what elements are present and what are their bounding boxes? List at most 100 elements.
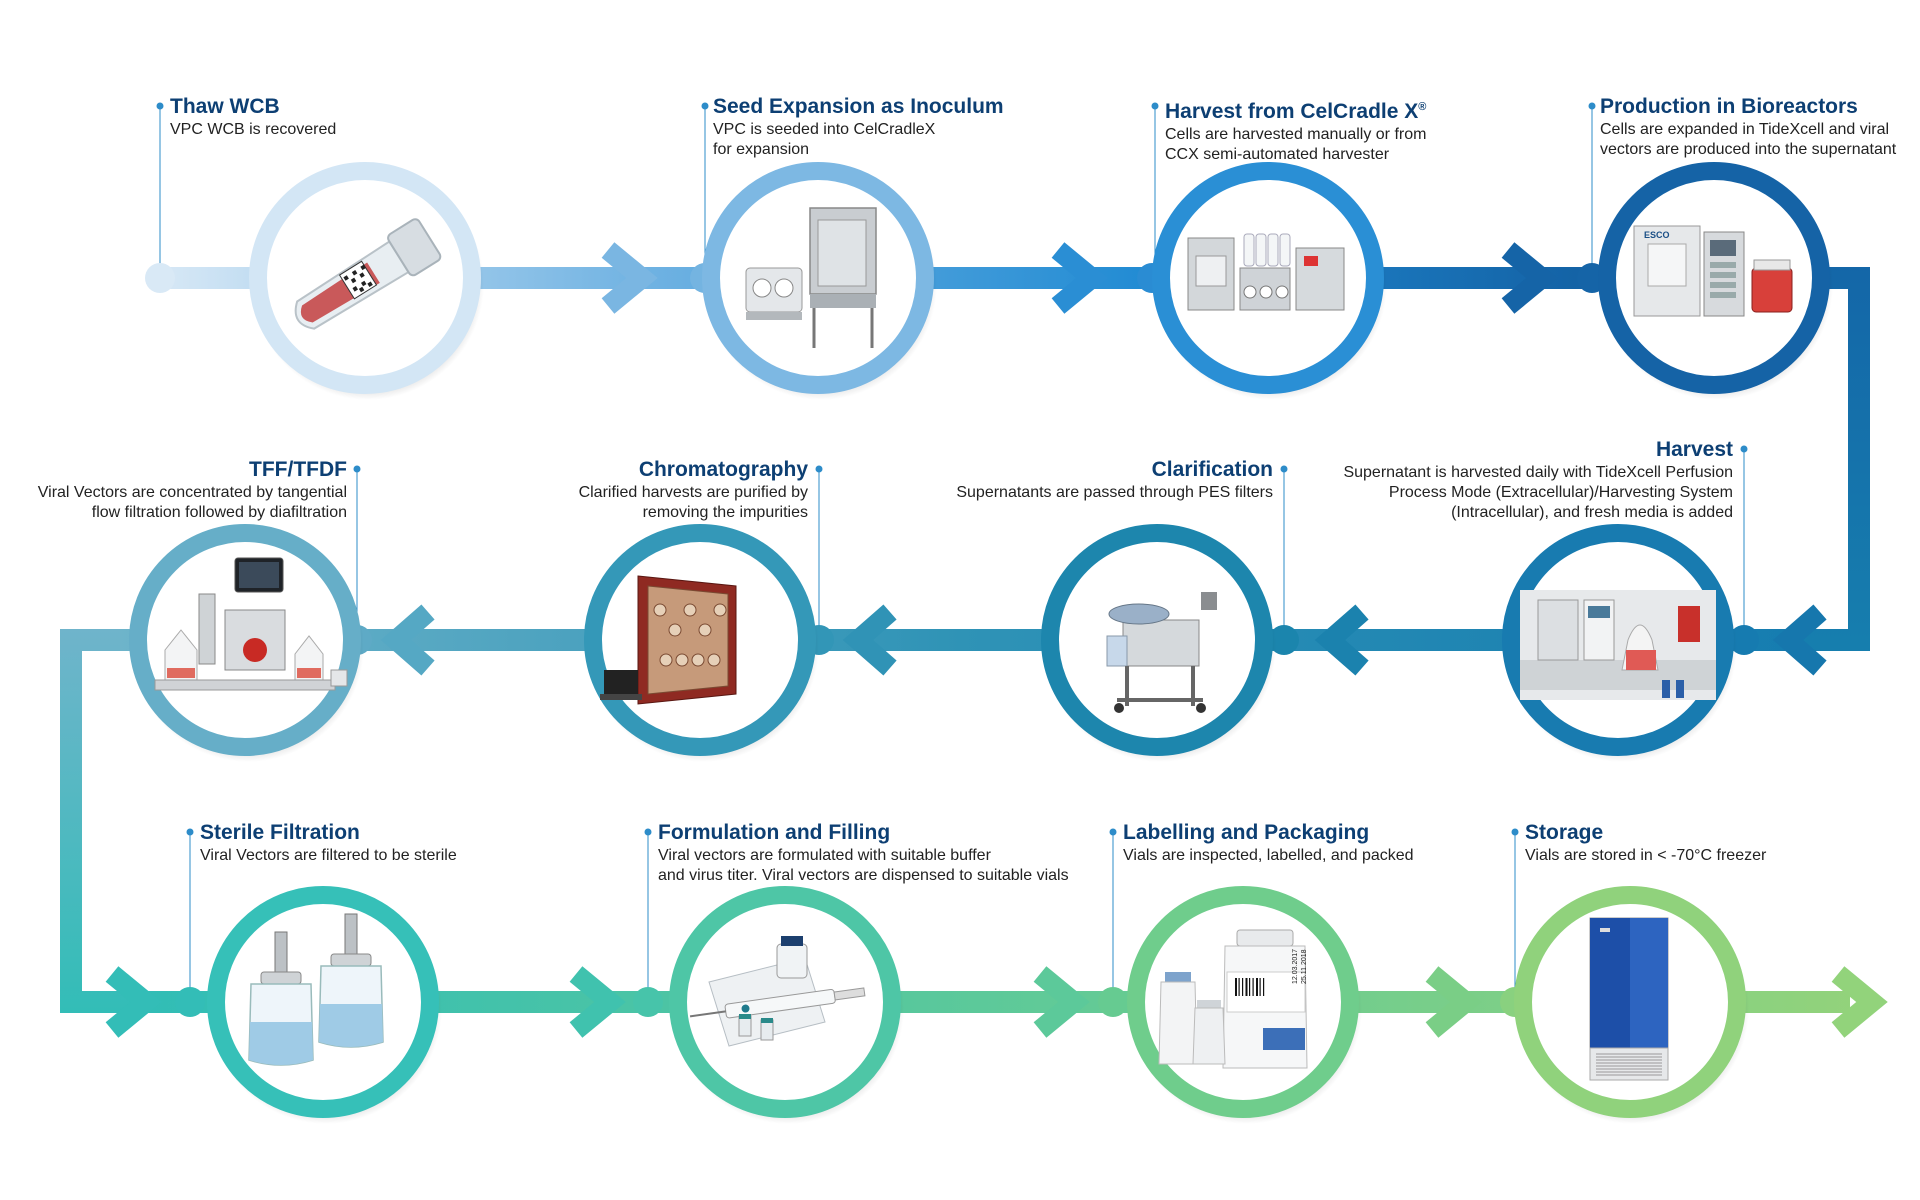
flow-line-left-connector [60, 629, 140, 1013]
step-title-text: Labelling and Packaging [1123, 821, 1370, 844]
callout-dot-seed-expansion [701, 102, 709, 110]
callout-dot-harvest [1740, 445, 1748, 453]
step-description: Vials are inspected, labelled, and packe… [1123, 846, 1683, 866]
step-title-text: Production in Bioreactors [1600, 95, 1858, 118]
arrow-right-1 [601, 242, 658, 314]
flow-line-row-2 [100, 629, 1800, 651]
step-description: Viral vectors are formulated with suitab… [658, 846, 1218, 886]
syringe-vials-icon [689, 936, 866, 1047]
step-description-line: removing the impurities [642, 504, 808, 521]
flow-node-thaw-wcb [145, 263, 175, 293]
step-description-line: Process Mode (Extracellular)/Harvesting … [1388, 484, 1733, 501]
step-title: Clarification [713, 457, 1273, 483]
step-title: Chromatography [248, 457, 808, 483]
step-title: Sterile Filtration [200, 820, 760, 846]
step-title-text: Chromatography [638, 458, 808, 481]
step-disc-harvest-celcradle [1152, 162, 1387, 400]
flow-node-labelling-packaging [1098, 987, 1128, 1017]
step-disc-seed-expansion [702, 162, 937, 400]
arrow-right-4 [569, 966, 626, 1038]
step-title-text: Storage [1525, 821, 1604, 844]
step-disc-formulation-filling [669, 886, 904, 1124]
callout-dot-formulation-filling [644, 828, 652, 836]
flow-node-sterile-filtration [175, 987, 205, 1017]
step-description-line: for expansion [713, 141, 810, 158]
callout-dot-sterile-filtration [186, 828, 194, 836]
step-disc-clarification [1041, 524, 1276, 762]
callout-dot-tff-tfdf [353, 465, 361, 473]
step-title: Seed Expansion as Inoculum [713, 94, 1273, 120]
step-title-text: Harvest from CelCradle X [1165, 100, 1419, 123]
step-description: Cells are expanded in TideXcell and vira… [1600, 120, 1920, 160]
step-title: TFF/TFDF [0, 457, 347, 483]
step-title-text: Clarification [1151, 458, 1273, 481]
step-description: VPC WCB is recovered [170, 120, 730, 140]
filter-cart-icon [1106, 592, 1217, 713]
step-title-text: TFF/TFDF [249, 458, 347, 481]
step-description-line: Vials are inspected, labelled, and packe… [1123, 847, 1414, 864]
step-description-line: Cells are expanded in TideXcell and vira… [1600, 121, 1890, 138]
step-description-line: Vials are stored in < -70°C freezer [1525, 847, 1767, 864]
step-description: Supernatant is harvested daily with Tide… [1173, 463, 1733, 523]
step-description-line: Clarified harvests are purified by [578, 484, 808, 501]
callout-dot-storage [1511, 828, 1519, 836]
step-description-line: Viral vectors are formulated with suitab… [658, 847, 991, 864]
flow-lines [60, 267, 1870, 1013]
arrow-right-5 [1033, 966, 1090, 1038]
arrow-left-entry [1772, 604, 1827, 676]
freezer-icon [1589, 917, 1669, 1081]
step-description-line: and virus titer. Viral vectors are dispe… [658, 867, 1069, 884]
step-title: Production in Bioreactors [1600, 94, 1920, 120]
step-disc-harvest [1502, 524, 1737, 762]
arrow-right-entry [105, 966, 162, 1038]
step-disc-storage [1514, 886, 1749, 1124]
callout-dot-harvest-celcradle [1151, 102, 1159, 110]
cryovial-icon [294, 218, 442, 330]
flow-node-clarification [1269, 625, 1299, 655]
step-description: Supernatants are passed through PES filt… [713, 483, 1273, 503]
step-title-text: Sterile Filtration [200, 821, 360, 844]
callout-dot-clarification [1280, 465, 1288, 473]
step-title-text: Thaw WCB [170, 95, 280, 118]
step-title: Storage [1525, 820, 1920, 846]
step-description: Clarified harvests are purified by removi… [248, 483, 808, 523]
perfusion-system-icon [1520, 590, 1716, 700]
step-disc-chromatography [584, 524, 819, 762]
step-description-line: CCX semi-automated harvester [1165, 146, 1390, 163]
bottle-label-date-1: 12.03.2017 [1292, 949, 1299, 984]
callout-dot-thaw-wcb [156, 102, 164, 110]
step-title: Formulation and Filling [658, 820, 1218, 846]
step-title: Thaw WCB [170, 94, 730, 120]
step-description-line: flow filtration followed by diafiltratio… [91, 504, 347, 521]
step-description: Viral Vectors are concentrated by tangen… [0, 483, 347, 523]
step-disc-thaw-wcb [249, 162, 484, 400]
registered-mark: ® [1418, 101, 1427, 113]
arrow-right-2 [1051, 242, 1108, 314]
step-description-line: vectors are produced into the supernatan… [1600, 141, 1897, 158]
arrow-right-final [1831, 966, 1888, 1038]
arrow-right-3 [1501, 242, 1558, 314]
step-title: Labelling and Packaging [1123, 820, 1683, 846]
step-label-harvest-celcradle: Harvest from CelCradle X® Cells are harve… [1165, 94, 1725, 165]
flow-line-right-connector [1650, 267, 1870, 651]
step-description: Vials are stored in < -70°C freezer [1525, 846, 1920, 866]
step-description-line: Supernatant is harvested daily with Tide… [1343, 464, 1733, 481]
step-title-text: Formulation and Filling [658, 821, 891, 844]
arrow-right-6 [1425, 966, 1482, 1038]
arrow-left-3 [380, 604, 435, 676]
flow-line-row-3 [130, 991, 1850, 1013]
bioreactor-icon: ESCO [1633, 225, 1793, 317]
step-description-line: Cells are harvested manually or from [1165, 126, 1427, 143]
step-title: Harvest [1173, 437, 1733, 463]
